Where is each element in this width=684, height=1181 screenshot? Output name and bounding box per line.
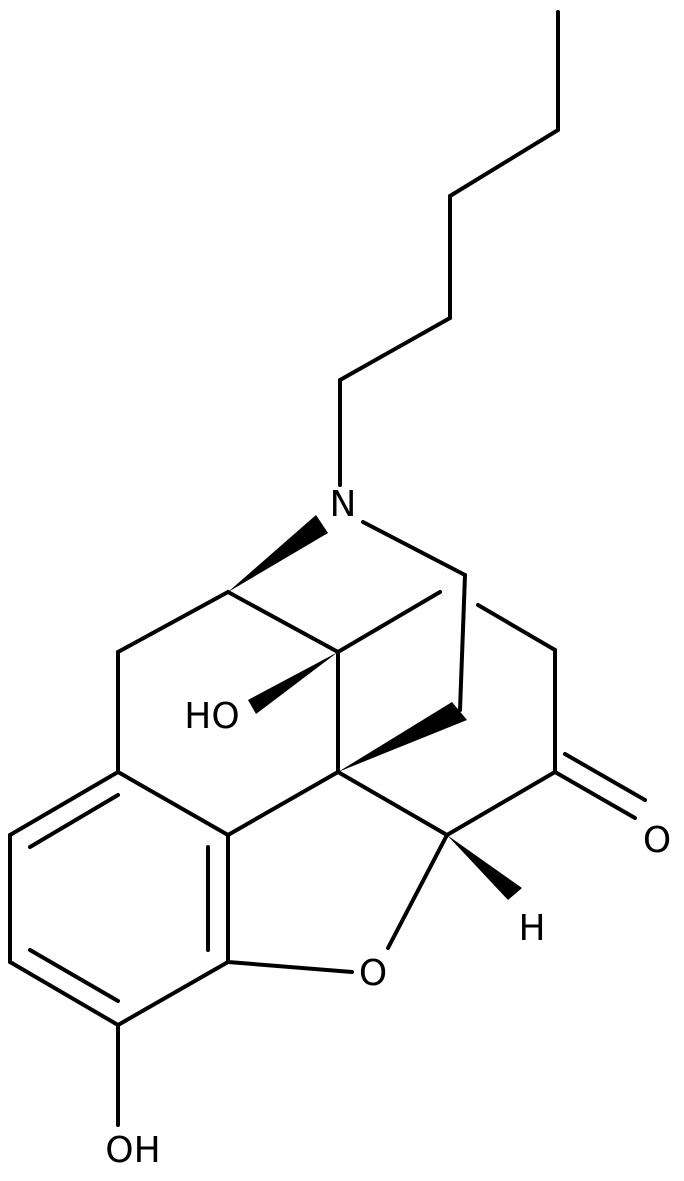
bond: [226, 590, 340, 654]
bond: [28, 793, 120, 849]
bond: [553, 770, 637, 820]
nitrogen-label: N: [330, 484, 357, 525]
ring-oxygen-label: O: [359, 953, 387, 994]
wedge-bond: [447, 835, 522, 900]
bond: [226, 960, 354, 974]
tertiary-hydroxyl-label: HO: [184, 696, 239, 737]
bond: [336, 770, 449, 837]
bond: [448, 128, 560, 198]
bond: [458, 573, 467, 712]
bond: [476, 603, 557, 652]
carbonyl-oxygen-label: O: [643, 820, 671, 861]
bond: [8, 960, 120, 1027]
stereo-hydrogen-label: H: [518, 908, 545, 949]
bond: [386, 833, 449, 950]
wedge-bond: [338, 702, 467, 772]
bond: [226, 770, 340, 837]
phenol-hydroxyl-label: OH: [105, 1130, 160, 1171]
bond: [361, 520, 467, 577]
bond: [8, 770, 120, 837]
bond: [563, 752, 647, 802]
bond: [445, 770, 557, 837]
bond: [336, 590, 442, 654]
bond: [116, 960, 230, 1027]
bond: [116, 590, 230, 654]
bond: [116, 770, 230, 837]
bond: [28, 948, 120, 1003]
wedge-bond: [248, 652, 338, 714]
wedge-bond: [228, 515, 328, 592]
bond: [338, 316, 452, 382]
